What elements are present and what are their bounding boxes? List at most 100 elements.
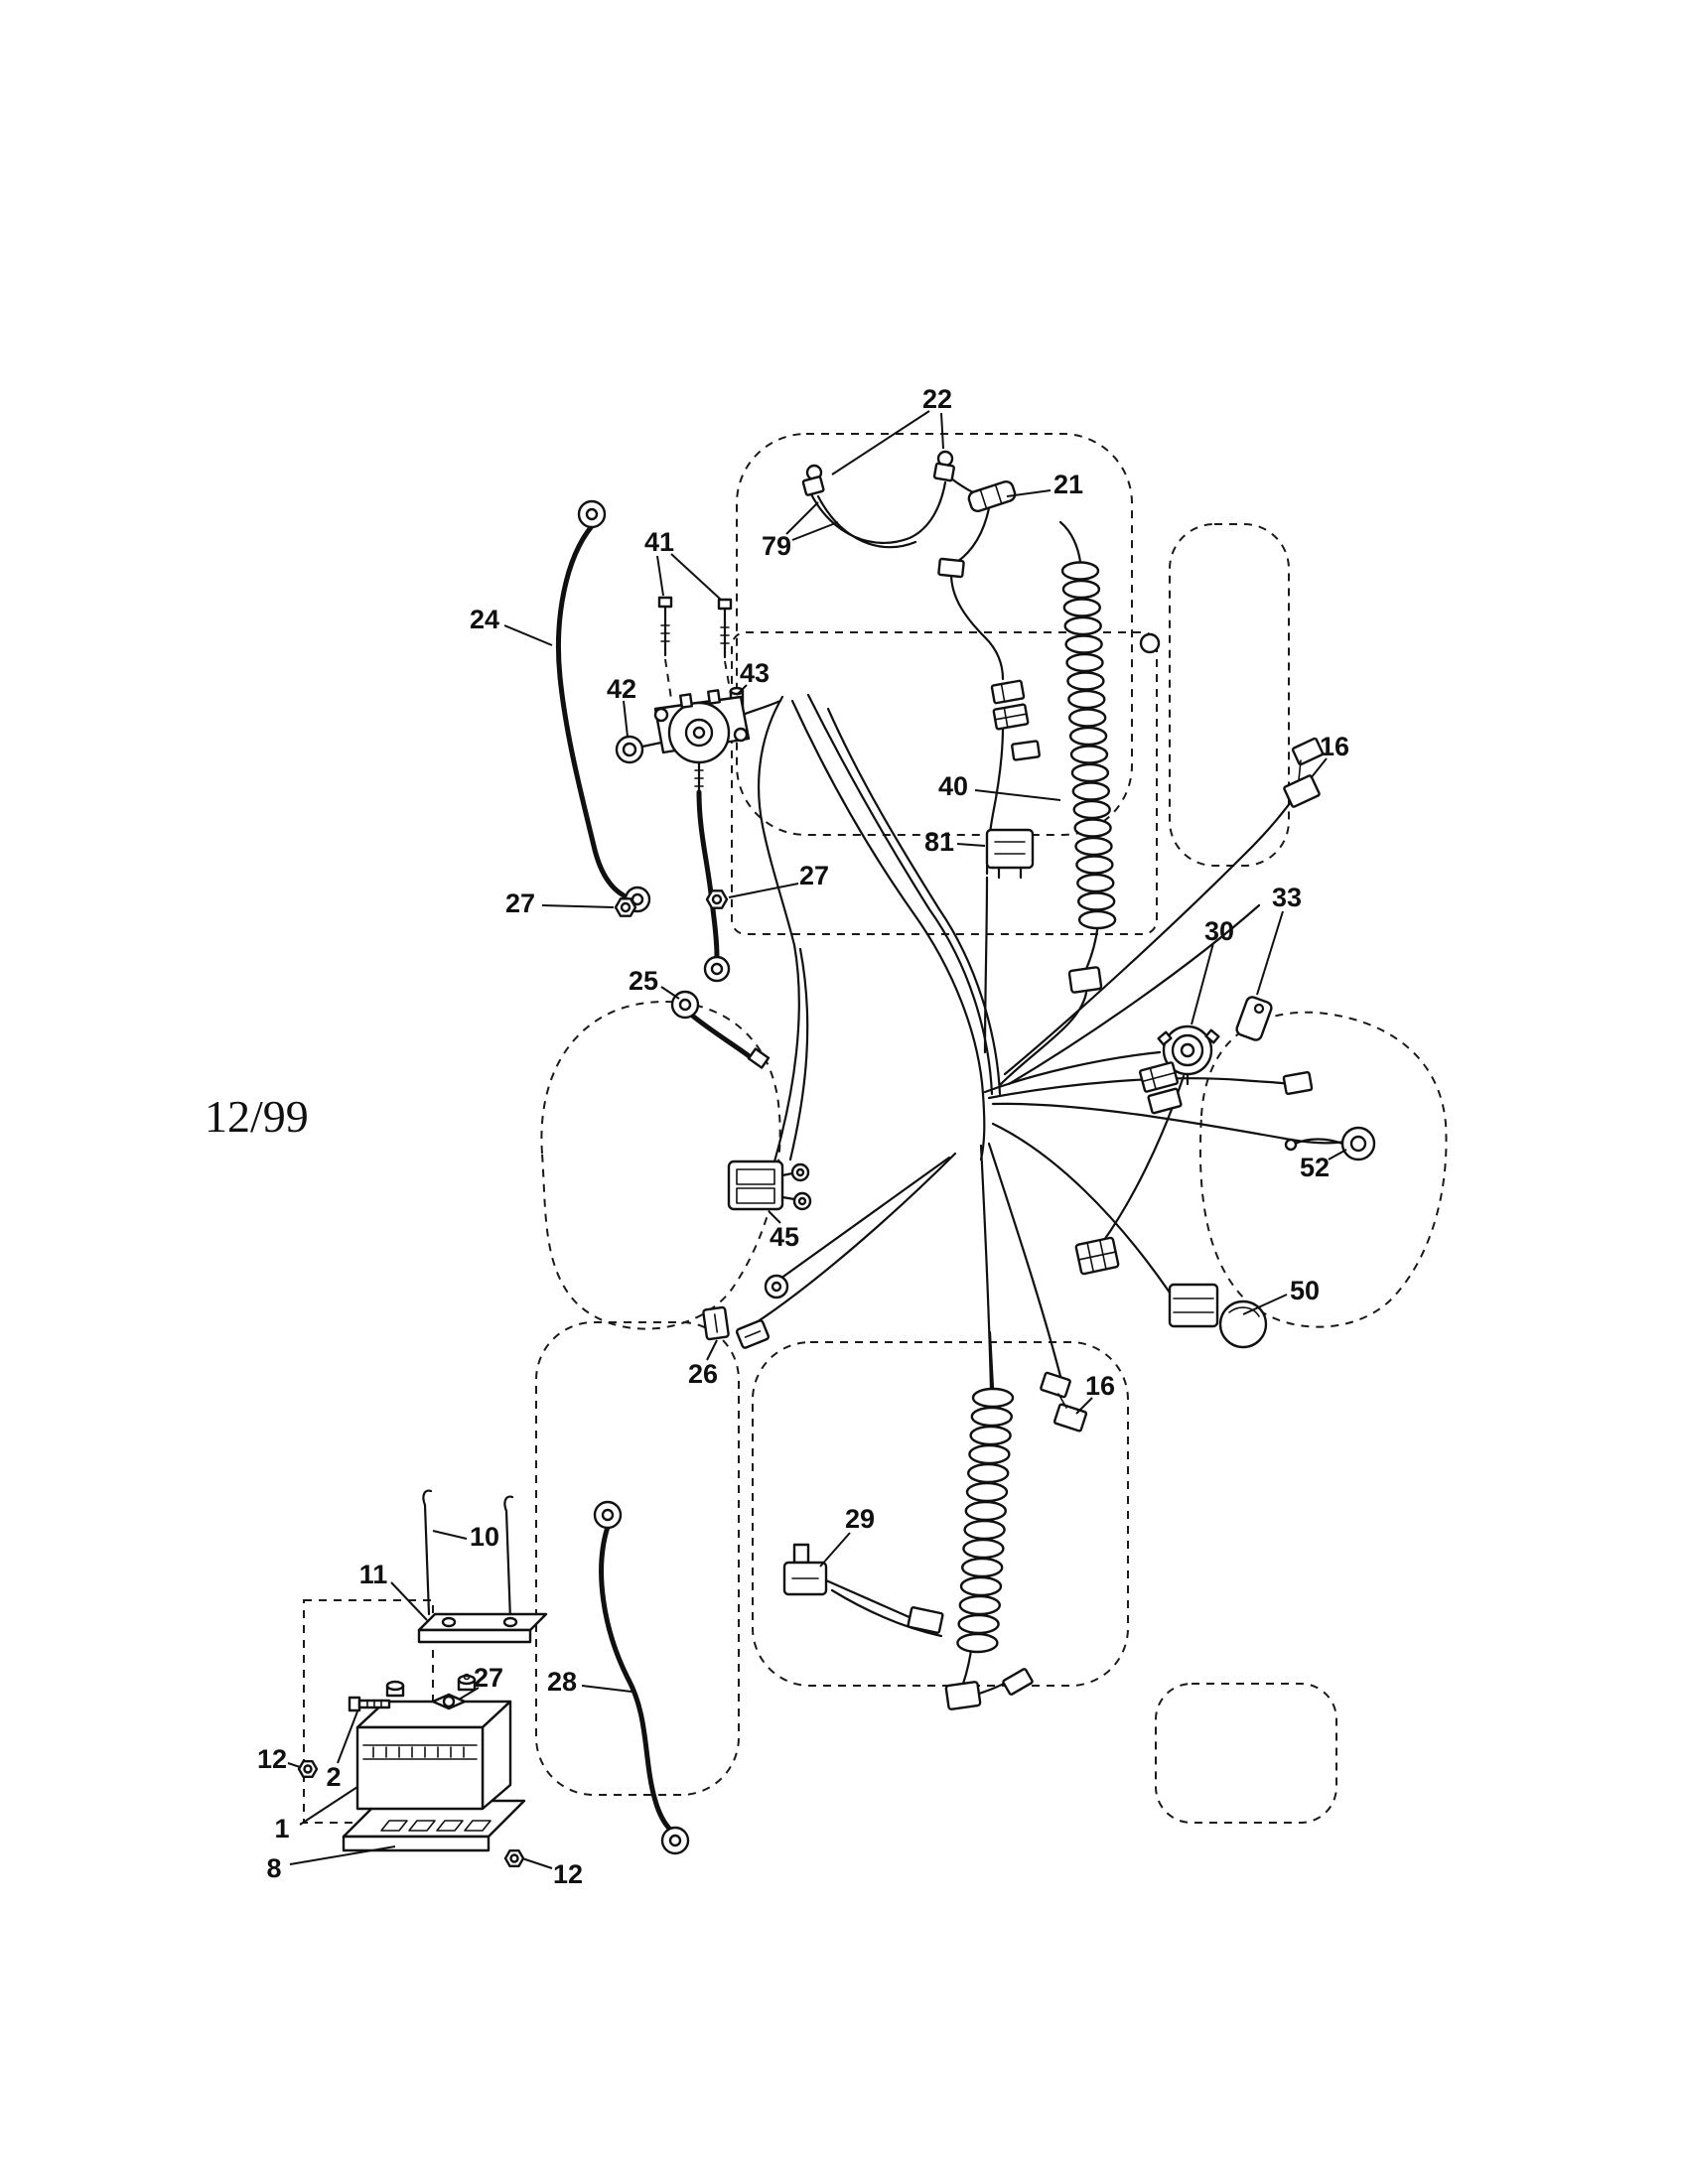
battery-1 xyxy=(355,1673,512,1811)
coil-turn xyxy=(1065,652,1104,673)
lamp-wire xyxy=(955,506,991,564)
harness-connectors xyxy=(702,632,1376,1710)
grommet-icon xyxy=(1139,632,1161,654)
inline-connector xyxy=(992,703,1030,731)
callout-label-29-20: 29 xyxy=(845,1504,875,1534)
callout-leader-8 xyxy=(289,1845,396,1865)
spade-terminal-icon xyxy=(747,1047,771,1069)
inline-connector xyxy=(1282,1070,1314,1096)
callout-label-12-25: 12 xyxy=(257,1744,287,1774)
callout-label-41-3: 41 xyxy=(644,527,674,557)
callout-leader-2 xyxy=(337,1710,358,1764)
harness-wire xyxy=(741,699,782,717)
harness-wire xyxy=(755,1152,957,1324)
coil-turn xyxy=(1076,891,1116,911)
callout-label-79-2: 79 xyxy=(762,531,791,561)
dashed-right-panel-outline xyxy=(1169,523,1290,867)
callout-label-27-10: 27 xyxy=(799,861,829,890)
callout-leader-79 xyxy=(785,501,819,535)
coil-turn xyxy=(967,1462,1010,1484)
coiled-harness-upper xyxy=(1060,561,1117,930)
callout-leader-42 xyxy=(623,700,629,738)
coil-turn xyxy=(956,1632,999,1654)
callout-leader-29 xyxy=(819,1532,851,1568)
callout-label-16-19: 16 xyxy=(1085,1371,1115,1401)
callout-leader-22 xyxy=(940,412,944,450)
harness-wire xyxy=(757,695,796,947)
coil-turn xyxy=(1064,634,1103,654)
coil-turn xyxy=(1070,762,1110,783)
coil-turn xyxy=(1068,726,1108,747)
callout-label-11-22: 11 xyxy=(359,1560,388,1589)
harness-wire xyxy=(987,1142,1066,1394)
callout-label-16-7: 16 xyxy=(1320,732,1349,761)
harness-wire xyxy=(826,707,1002,1096)
callout-leader-12 xyxy=(287,1762,301,1768)
harness-wire xyxy=(987,1077,1291,1100)
callout-leader-41 xyxy=(656,555,664,597)
solenoid-terminal xyxy=(707,689,721,705)
battery-assembly xyxy=(297,1489,548,1868)
harness-wire xyxy=(790,699,985,1096)
dashed-left-frame-outline xyxy=(535,1321,740,1796)
callout-label-8-28: 8 xyxy=(266,1853,281,1883)
callout-leader-45 xyxy=(768,1210,781,1224)
callout-label-27-23: 27 xyxy=(474,1663,503,1693)
connector-16-upper xyxy=(1283,737,1325,808)
inline-connector xyxy=(990,679,1026,705)
callout-leader-1 xyxy=(299,1786,358,1826)
callout-label-42-5: 42 xyxy=(607,674,636,704)
callout-leader-24 xyxy=(503,624,553,646)
hold-down-rod-10 xyxy=(423,1503,431,1616)
coil-turn xyxy=(1061,579,1101,600)
harness-wire xyxy=(949,572,1005,681)
dashed-rear-outline xyxy=(1155,1683,1337,1824)
coil-turn xyxy=(1077,909,1117,930)
callout-label-2-26: 2 xyxy=(326,1762,341,1792)
hold-down-rod-10 xyxy=(504,1509,512,1622)
harness-wire xyxy=(991,1102,1346,1145)
callout-label-30-12: 30 xyxy=(1204,916,1234,946)
harness-wire xyxy=(983,876,989,1054)
coil-turn xyxy=(1071,781,1111,801)
coil-turn xyxy=(968,1443,1011,1465)
coil-turn xyxy=(1067,689,1106,710)
callout-leader-10 xyxy=(432,1530,468,1540)
coil-turn xyxy=(962,1538,1005,1560)
callout-leader-27 xyxy=(541,904,615,908)
coil-turn xyxy=(1072,799,1111,820)
dashed-bolt-line xyxy=(664,658,672,700)
dashed-console-outline xyxy=(736,433,1133,836)
callout-label-33-11: 33 xyxy=(1272,883,1302,912)
coil-turn xyxy=(964,1500,1007,1522)
lamp-connector xyxy=(937,557,965,579)
callout-leader-33 xyxy=(1256,910,1284,996)
key-33 xyxy=(1235,996,1273,1041)
inline-connector xyxy=(944,1681,982,1710)
callout-leader-16 xyxy=(1310,757,1328,779)
callout-label-40-8: 40 xyxy=(938,771,968,801)
callout-label-81-9: 81 xyxy=(924,827,954,857)
coil-turn xyxy=(965,1481,1009,1503)
callout-label-27-13: 27 xyxy=(505,888,535,918)
lamp-wire xyxy=(808,480,947,545)
bolt-2 xyxy=(348,1696,391,1712)
dashed-right-fender-outline xyxy=(1198,1011,1448,1328)
ground-cable-28 xyxy=(593,1500,690,1855)
solenoid-cable xyxy=(696,789,720,960)
cable-25 xyxy=(688,1012,758,1063)
coil-turn xyxy=(1060,561,1100,581)
callout-leader-40 xyxy=(974,789,1061,801)
harness-wire xyxy=(1007,903,1261,1086)
callout-leader-21 xyxy=(1006,489,1052,497)
lamp-wire xyxy=(816,494,917,549)
harness-wire xyxy=(1084,921,1100,971)
bulb-socket-icon xyxy=(801,476,825,496)
starter-solenoid-assembly xyxy=(555,499,771,1069)
coil-turn xyxy=(1074,836,1113,857)
coil-turn xyxy=(1073,818,1112,838)
callout-leader-27 xyxy=(458,1687,480,1701)
